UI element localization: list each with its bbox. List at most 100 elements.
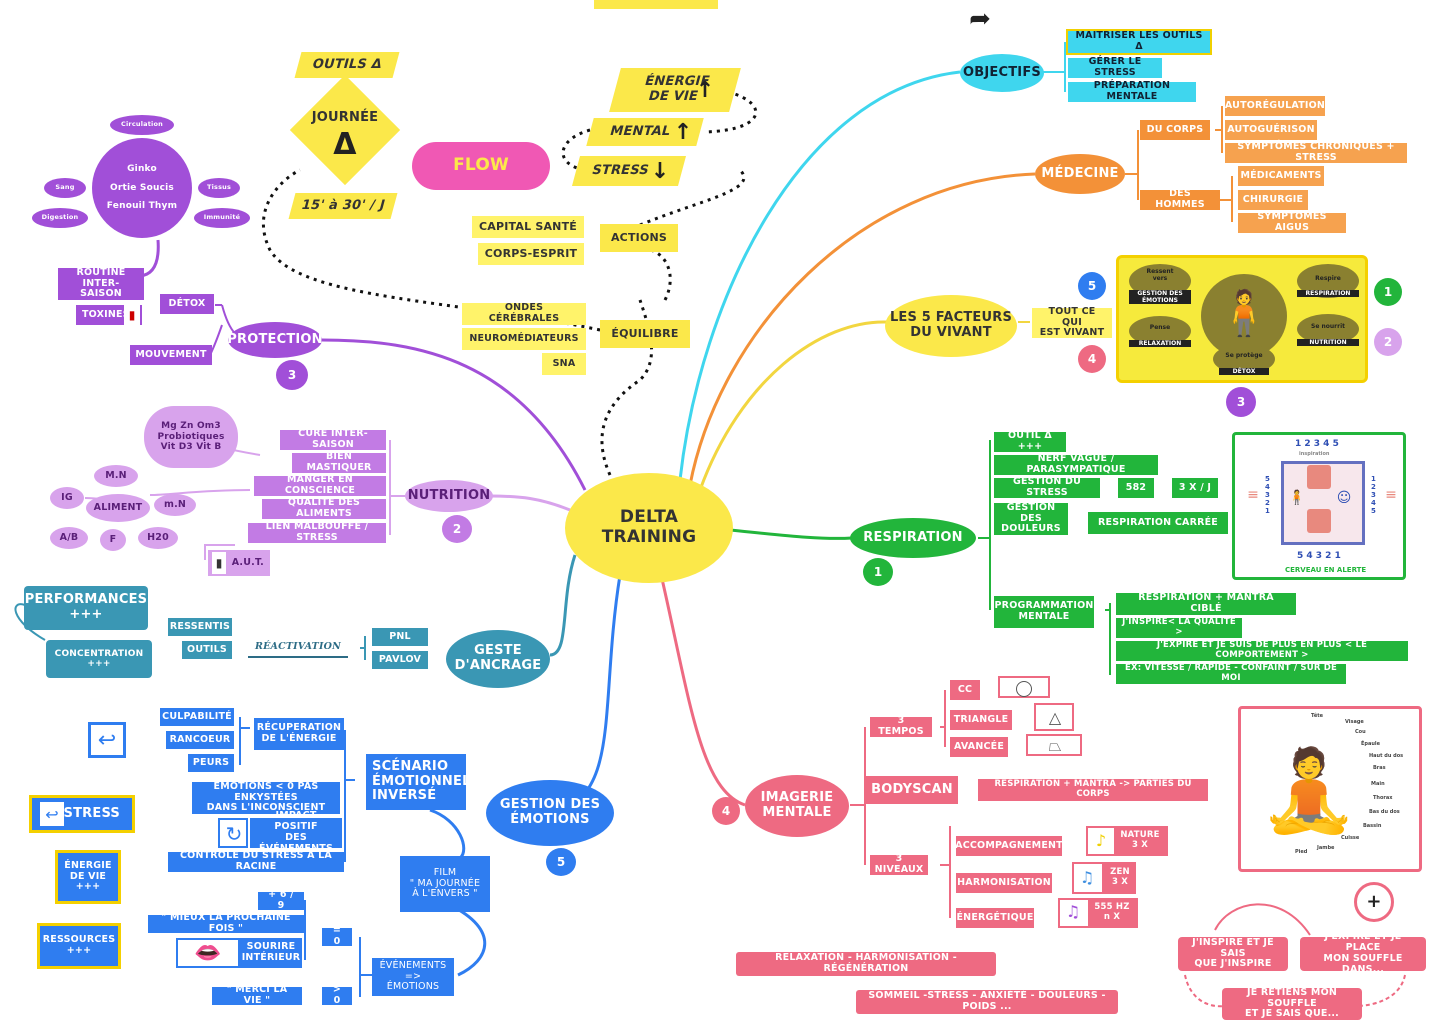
gestion-du-stress[interactable]: GESTION DU STRESS [994, 476, 1100, 498]
evenements-node[interactable]: ÉVÉNEMENTS => ÉMOTIONS [372, 958, 454, 996]
respiration-node[interactable]: RESPIRATION [850, 518, 976, 558]
ondes-node[interactable]: ONDES CÉRÉBRALES [462, 302, 586, 325]
footer-sommeil[interactable]: SOMMEIL -STRESS - ANXIÉTÉ - DOULEURS - P… [856, 990, 1118, 1014]
scenario-inverse[interactable]: SCÉNARIO ÉMOTIONNEL INVERSÉ [366, 754, 470, 810]
objectifs-node[interactable]: OBJECTIFS [960, 54, 1044, 92]
ressources-legend[interactable]: RESSOURCES +++ [37, 923, 121, 969]
performances-node[interactable]: PERFORMANCES +++ [24, 586, 148, 630]
cycle-retiens[interactable]: JE RETIENS MON SOUFFLE ET JE SAIS QUE... [1222, 987, 1362, 1020]
programmation-mentale[interactable]: PROGRAMMATION MENTALE [994, 596, 1094, 628]
trois-tempos[interactable]: 3 TEMPOS [870, 715, 932, 737]
arrow-up-icon: ↑ [695, 77, 715, 103]
flow-cloud[interactable]: FLOW [412, 142, 550, 190]
objectif-preparation[interactable]: PRÉPARATION MENTALE [1068, 80, 1196, 102]
protection-node[interactable]: PROTECTION [227, 322, 323, 358]
supplements-cloud[interactable]: Mg Zn Om3 Probiotiques Vit D3 Vit B [144, 406, 238, 468]
aliment-node[interactable]: ALIMENT [86, 494, 150, 522]
duree-node[interactable]: 15' à 30' / J [288, 193, 398, 219]
manger-conscience[interactable]: MANGER EN CONSCIENCE [254, 474, 386, 496]
film-node[interactable]: FILM " MA JOURNÉE À L'ENVERS " [400, 856, 490, 912]
des-hommes-node[interactable]: DES HOMMES [1140, 188, 1220, 210]
sourire-interieur[interactable]: SOURIRE INTÉRIEUR [240, 938, 302, 968]
tout-ce-qui-vit[interactable]: TOUT CE QUI EST VIVANT [1032, 306, 1112, 338]
stress-582[interactable]: 582 [1118, 478, 1154, 498]
badge-5: 5 [1078, 272, 1106, 300]
energie-legend[interactable]: ÉNERGIE DE VIE +++ [55, 850, 121, 904]
reactivation-label[interactable]: RÉACTIVATION [248, 638, 348, 658]
imagerie-node[interactable]: IMAGERIE MENTALE [745, 775, 849, 837]
ressentis-node[interactable]: RESSENTIS [168, 618, 232, 636]
bien-mastiquer[interactable]: BIEN MASTIQUER [292, 451, 386, 473]
footer-relaxation[interactable]: RELAXATION - HARMONISATION - RÉGÉNÉRATIO… [736, 952, 996, 976]
mantra-cible[interactable]: RESPIRATION + MANTRA CIBLÉ [1116, 592, 1296, 615]
expire-comportement[interactable]: J'EXPIRE ET JE SUIS DE PLUS EN PLUS < LE… [1116, 640, 1408, 661]
bodyscan-sub[interactable]: RESPIRATION + MANTRA -> PARTIES DU CORPS [978, 779, 1208, 801]
objectif-gerer[interactable]: GÉRER LE STRESS [1068, 56, 1162, 78]
emotions-enkystees[interactable]: ÉMOTIONS < 0 PAS ENKYSTÉES DANS L'INCONS… [192, 781, 340, 814]
inspire-qualite[interactable]: J'INSPIRE< LA QUALITÉ > [1116, 617, 1242, 638]
culpabilite[interactable]: CULPABILITÉ [160, 708, 234, 726]
cycle-inspire[interactable]: J'INSPIRE ET JE SAIS QUE J'INSPIRE [1178, 937, 1288, 971]
niveau-harmonisation[interactable]: HARMONISATION [956, 873, 1052, 893]
equilibre-node[interactable]: ÉQUILIBRE [600, 320, 690, 348]
stress-3x[interactable]: 3 X / J [1172, 478, 1218, 498]
cure-inter-saison[interactable]: CURE INTER-SAISON [280, 428, 386, 450]
rancoeur[interactable]: RANCOEUR [166, 731, 234, 749]
outils-node[interactable]: OUTILS Δ [294, 52, 400, 78]
symptomes-aigus[interactable]: SYMPTOMES AIGUS [1238, 211, 1346, 233]
tempo-triangle[interactable]: TRIANGLE [950, 710, 1012, 730]
pavlov-node[interactable]: PAVLOV [372, 651, 428, 669]
medicaments[interactable]: MÉDICAMENTS [1238, 166, 1324, 186]
symptomes-chroniques[interactable]: SYMPTÔMES CHRONIQUES + STRESS [1225, 141, 1407, 163]
autoguerison[interactable]: AUTOGUÉRISON [1225, 120, 1317, 140]
corps-esprit[interactable]: CORPS-ESPRIT [478, 243, 584, 265]
circle-wave-icon [1016, 681, 1032, 697]
central-topic[interactable]: DELTA TRAINING [565, 473, 733, 583]
routine-node[interactable]: ROUTINE INTER-SAISON [58, 267, 144, 300]
medecine-node[interactable]: MÉDECINE [1035, 154, 1125, 194]
chirurgie[interactable]: CHIRURGIE [1238, 190, 1308, 210]
nutrition-node[interactable]: NUTRITION [405, 480, 493, 512]
gestion-douleurs[interactable]: GESTION DES DOULEURS [994, 502, 1068, 535]
qualite-aliments[interactable]: QUALITÉ DES ALIMENTS [262, 497, 386, 519]
outil-delta[interactable]: OUTIL Δ +++ [994, 430, 1066, 452]
herbs-circle[interactable]: Ginko Ortie Soucis Fenouil Thym [92, 138, 192, 238]
peurs[interactable]: PEURS [188, 754, 234, 772]
tempo-cc[interactable]: CC [950, 680, 980, 700]
respiration-carree[interactable]: RESPIRATION CARRÉE [1088, 512, 1228, 534]
plus-button[interactable]: + [1354, 882, 1394, 922]
energie-node[interactable]: ÉNERGIE DE VIE [609, 68, 741, 112]
outils-ancrage[interactable]: OUTILS [182, 641, 232, 659]
lien-malbouffe[interactable]: LIEN MALBOUFFE / STRESS [248, 521, 386, 543]
trois-niveaux[interactable]: 3 NIVEAUX [870, 853, 928, 875]
autoregulation[interactable]: AUTORÉGULATION [1225, 96, 1325, 116]
recuperation-energie[interactable]: RÉCUPERATION DE L'ÉNERGIE [254, 718, 344, 750]
actions-node[interactable]: ACTIONS [600, 224, 678, 252]
niveau-accompagnement[interactable]: ACCOMPAGNEMENT [955, 836, 1063, 856]
ex-vitesse[interactable]: EX: VITESSE / RAPIDE - CONFAINT / SÛR DE… [1116, 663, 1346, 684]
cycle-expire[interactable]: J'EXPIRE ET JE PLACE MON SOUFFLE DANS... [1300, 931, 1426, 975]
merci-vie[interactable]: " MERCI LA VIE " [212, 984, 302, 1006]
nerf-vague[interactable]: NERF VAGUE / PARASYMPATIQUE [994, 453, 1158, 475]
tempo-avancee[interactable]: AVANCÉE [950, 737, 1008, 757]
controle-stress[interactable]: CONTRÔLE DU STRESS À LA RACINE [168, 850, 344, 872]
niveau-energetique[interactable]: ÉNERGÉTIQUE [956, 908, 1034, 928]
plus-69[interactable]: + 6 / 9 [258, 889, 304, 911]
gt0-node[interactable]: > 0 [322, 984, 352, 1006]
detox-node[interactable]: DÉTOX [160, 294, 214, 314]
mieux-prochaine[interactable]: " MIEUX LA PROCHAINE FOIS " [148, 912, 304, 934]
bodyscan-node[interactable]: BODYSCAN [866, 776, 958, 804]
sna-node[interactable]: SNA [542, 353, 586, 375]
facteurs-node[interactable]: LES 5 FACTEURS DU VIVANT [885, 295, 1017, 357]
ancrage-node[interactable]: GESTE D'ANCRAGE [446, 630, 550, 688]
neuro-node[interactable]: NEUROMÉDIATEURS [462, 328, 586, 350]
du-corps-node[interactable]: DU CORPS [1140, 120, 1210, 140]
eq0-node[interactable]: = 0 [322, 925, 352, 947]
concentration-node[interactable]: CONCENTRATION +++ [46, 640, 152, 678]
capital-sante[interactable]: CAPITAL SANTÉ [472, 216, 584, 238]
impact-positif[interactable]: IMPACT POSITIF DES ÉVÉNEMENTS [250, 810, 342, 854]
pnl-node[interactable]: PNL [372, 628, 428, 646]
mouvement-node[interactable]: MOUVEMENT [130, 345, 212, 365]
emotions-node[interactable]: GESTION DES ÉMOTIONS [486, 780, 614, 846]
objectif-maitriser[interactable]: MAITRISER LES OUTILS Δ [1066, 29, 1212, 55]
